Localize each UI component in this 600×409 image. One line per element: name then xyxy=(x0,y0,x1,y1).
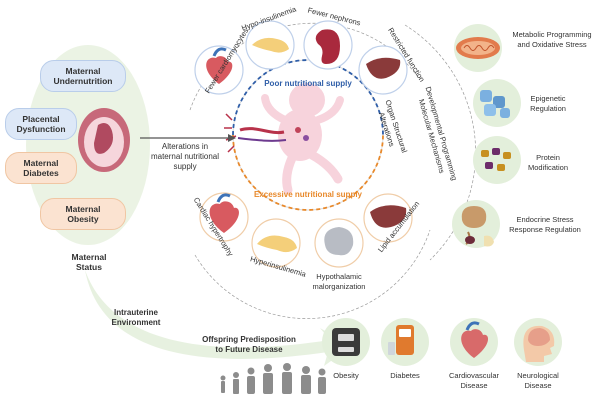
disease-obesity-label: Obesity xyxy=(333,371,359,380)
excessive-supply-label: Excessive nutritional supply xyxy=(253,190,363,199)
intrauterine-label: Intrauterine Environment xyxy=(111,308,161,327)
maternal-diabetes-label: Maternal Diabetes xyxy=(5,152,77,184)
excess-effect-hypothalamic: Hypothalamic malorganization xyxy=(312,272,366,291)
heart-icon-bottom xyxy=(209,193,239,233)
liver-icon-bottom xyxy=(370,205,407,228)
mechanism-endocrine: Endocrine Stress Response Regulation xyxy=(509,215,581,234)
heart-icon xyxy=(206,47,233,84)
mechanism-epigenetic: Epigenetic Regulation xyxy=(530,94,566,113)
brain-icon xyxy=(324,227,354,256)
alterations-label: Alterations in maternal nutritional supp… xyxy=(150,142,220,171)
disease-cardiovascular-label: Cardiovascular Disease xyxy=(448,371,500,390)
intrauterine-arrow xyxy=(85,270,352,366)
offspring-label: Offspring Predisposition to Future Disea… xyxy=(202,335,296,354)
endocrine-icon xyxy=(461,206,494,247)
head-brain-icon xyxy=(523,325,555,362)
umbilical-cord-icon xyxy=(224,113,287,153)
placental-dysfunction-label: Placental Dysfunction xyxy=(5,108,77,140)
pancreas-icon xyxy=(252,37,289,53)
baby-icon xyxy=(261,83,344,195)
maternal-obesity-label: Maternal Obesity xyxy=(40,198,126,230)
cardio-heart-icon xyxy=(461,321,489,358)
disease-diabetes-label: Diabetes xyxy=(390,371,420,380)
mechanism-metabolic: Metabolic Programming and Oxidative Stre… xyxy=(512,30,592,49)
maternal-status-label: Maternal Status xyxy=(71,252,107,272)
kidney-icon xyxy=(315,29,340,64)
disease-neurological-label: Neurological Disease xyxy=(517,371,559,390)
protein-icon xyxy=(481,148,511,171)
dna-histone-icon xyxy=(480,90,510,118)
liver-icon xyxy=(366,57,401,79)
human-growth-silhouettes-icon xyxy=(220,363,326,394)
glucometer-icon xyxy=(388,325,414,355)
scale-icon xyxy=(332,328,360,356)
protein-circle xyxy=(473,136,521,184)
pancreas-icon-bottom xyxy=(257,235,297,253)
mechanism-protein: Protein Modification xyxy=(527,153,569,172)
uterus-icon xyxy=(78,108,130,172)
mitochondria-icon xyxy=(456,37,500,59)
maternal-undernutrition-label: Maternal Undernutrition xyxy=(40,60,126,92)
poor-supply-label: Poor nutritional supply xyxy=(264,79,352,88)
